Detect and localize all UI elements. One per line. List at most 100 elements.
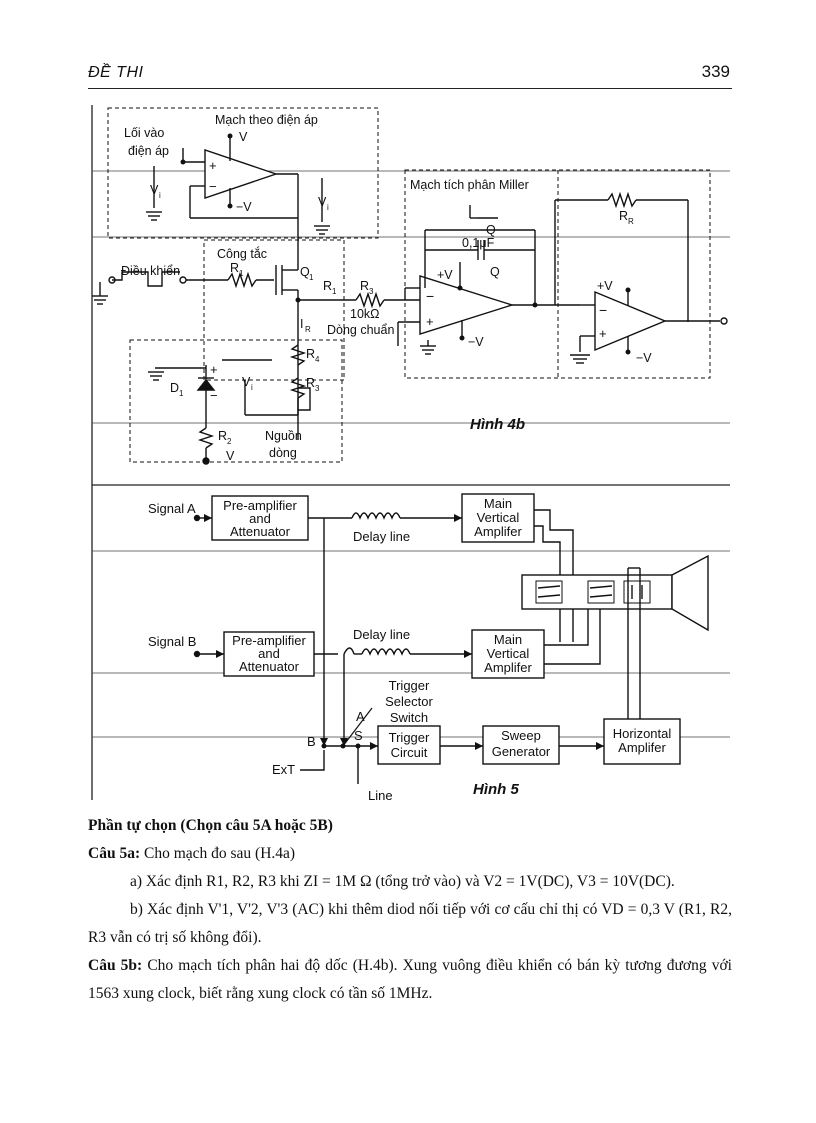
horizontal-line-1: Horizontal: [613, 726, 672, 741]
vf-vi-left-sub: i: [159, 191, 161, 200]
delay-b: Delay line: [353, 627, 410, 642]
miller-cap: 0,1μF: [462, 236, 495, 250]
q1-sub: 1: [309, 273, 314, 282]
preamp-a-line-3: Attenuator: [230, 524, 291, 539]
source-label-1: Nguồn: [265, 429, 302, 443]
trigger-circuit-line-2: Circuit: [391, 745, 428, 760]
main-vert-b-line-1: Main: [494, 632, 522, 647]
main-vert-a-line-3: Amplifer: [474, 524, 522, 539]
r1-left: R: [230, 261, 239, 275]
cs-r3-sub: 3: [315, 384, 320, 393]
figure-4b-labels: Mạch theo điện áp Lối vào điện áp V −V +…: [121, 113, 652, 463]
preamp-a-line-2: and: [249, 511, 271, 526]
d1-label: D: [170, 381, 179, 395]
r1-right-sub: 1: [332, 287, 337, 296]
r2-label: R: [218, 429, 227, 443]
q5a-label: Câu 5a:: [88, 845, 141, 862]
header-title: ĐỀ THI: [88, 64, 144, 81]
cs-plus: +: [210, 362, 218, 377]
sweep-line-2: Generator: [492, 744, 551, 759]
r3-value: 10kΩ: [350, 307, 380, 321]
r4-label: R: [306, 347, 315, 361]
ir-label: I: [300, 317, 303, 331]
cs-r3-label: R: [306, 376, 315, 390]
miller-q1: Q: [486, 223, 496, 237]
out-plus-v: +V: [597, 279, 613, 293]
figure-5-labels: Signal A Signal B Pre-amplifier and Atte…: [148, 496, 671, 803]
page-number: 339: [701, 62, 730, 81]
ir-sub: R: [305, 325, 311, 334]
horizontal-line-2: Amplifer: [618, 740, 666, 755]
out-minus: −: [599, 302, 607, 318]
ext-label: ExT: [272, 762, 295, 777]
rr-label: R: [619, 209, 628, 223]
signal-b: Signal B: [148, 634, 196, 649]
trigger-selector-line-2: Selector: [385, 694, 433, 709]
sweep-line-1: Sweep: [501, 728, 541, 743]
vf-input-label-2: điện áp: [128, 144, 169, 158]
q5b-label: Câu 5b:: [88, 957, 143, 974]
section-heading: Phần tự chọn (Chọn câu 5A hoặc 5B): [88, 817, 333, 834]
exam-text: Phần tự chọn (Chọn câu 5A hoặc 5B) Câu 5…: [88, 812, 732, 1008]
r3-label: R: [360, 279, 369, 293]
ref-current: Dòng chuẩn: [327, 323, 394, 337]
control-label: Điều khiển: [121, 264, 180, 278]
preamp-b-line-1: Pre-amplifier: [232, 633, 306, 648]
preamp-a-line-1: Pre-amplifier: [223, 498, 297, 513]
switch-b: B: [307, 734, 316, 749]
trigger-selector-line-3: Switch: [390, 710, 428, 725]
main-vert-b-line-3: Amplifer: [484, 660, 532, 675]
switch-label: Công tắc: [217, 246, 267, 261]
miller-plus: +: [426, 314, 434, 329]
vf-vi-left: V: [150, 183, 159, 197]
source-label-2: dòng: [269, 446, 297, 460]
main-vert-b-line-2: Vertical: [487, 646, 530, 661]
source-v: V: [226, 449, 235, 463]
q5a-text: Cho mạch đo sau (H.4a): [140, 845, 296, 862]
q5a-part-b: b) Xác định V'1, V'2, V'3 (AC) khi thêm …: [88, 901, 732, 946]
main-vert-a-line-1: Main: [484, 496, 512, 511]
figure-5-caption: Hình 5: [473, 781, 519, 798]
r1-left-sub: 1: [239, 269, 244, 278]
miller-minus: −: [426, 288, 434, 304]
trigger-selector-line-1: Trigger: [389, 678, 430, 693]
signal-a: Signal A: [148, 501, 196, 516]
miller-q1-b: Q: [490, 265, 500, 279]
q1-label: Q: [300, 265, 310, 279]
r2-sub: 2: [227, 437, 232, 446]
figures-svg: Mạch theo điện áp Lối vào điện áp V −V +…: [91, 105, 730, 803]
miller-title: Mạch tích phân Miller: [410, 178, 529, 192]
cs-minus: −: [210, 388, 218, 403]
miller-plus-v: +V: [437, 268, 453, 282]
figure-4b-dots: [180, 133, 631, 355]
switch-s: S: [354, 728, 363, 743]
q5a-part-a: a) Xác định R1, R2, R3 khi ZI = 1M Ω (tổ…: [130, 873, 675, 890]
vf-title: Mạch theo điện áp: [215, 113, 318, 127]
cs-vi-sub: i: [251, 383, 253, 392]
switch-a: A: [356, 709, 365, 724]
out-plus: +: [599, 326, 607, 341]
out-minus-v: −V: [636, 351, 652, 365]
trigger-circuit-line-1: Trigger: [389, 730, 430, 745]
vf-vi-right: V: [318, 195, 327, 209]
miller-minus-v: −V: [468, 335, 484, 349]
line-label: Line: [368, 788, 393, 803]
vf-input-label-1: Lối vào: [124, 126, 164, 140]
rr-sub: R: [628, 217, 634, 226]
preamp-b-line-2: and: [258, 646, 280, 661]
cs-vi: V: [242, 375, 251, 389]
preamp-b-line-3: Attenuator: [239, 659, 300, 674]
r1-right: R: [323, 279, 332, 293]
vf-v-plus: V: [239, 130, 248, 144]
figure-4b: [92, 107, 728, 465]
main-vert-a-line-2: Vertical: [477, 510, 520, 525]
page-header: ĐỀ THI 339: [88, 58, 732, 89]
vf-vi-right-sub: i: [327, 203, 329, 212]
q5b-text: Cho mạch tích phân hai độ dốc (H.4b). Xu…: [88, 957, 732, 1002]
figure-4b-caption: Hình 4b: [470, 416, 525, 433]
r4-sub: 4: [315, 355, 320, 364]
d1-sub: 1: [179, 389, 184, 398]
vf-plus: +: [209, 158, 217, 173]
r3-sub: 3: [369, 287, 374, 296]
delay-a: Delay line: [353, 529, 410, 544]
